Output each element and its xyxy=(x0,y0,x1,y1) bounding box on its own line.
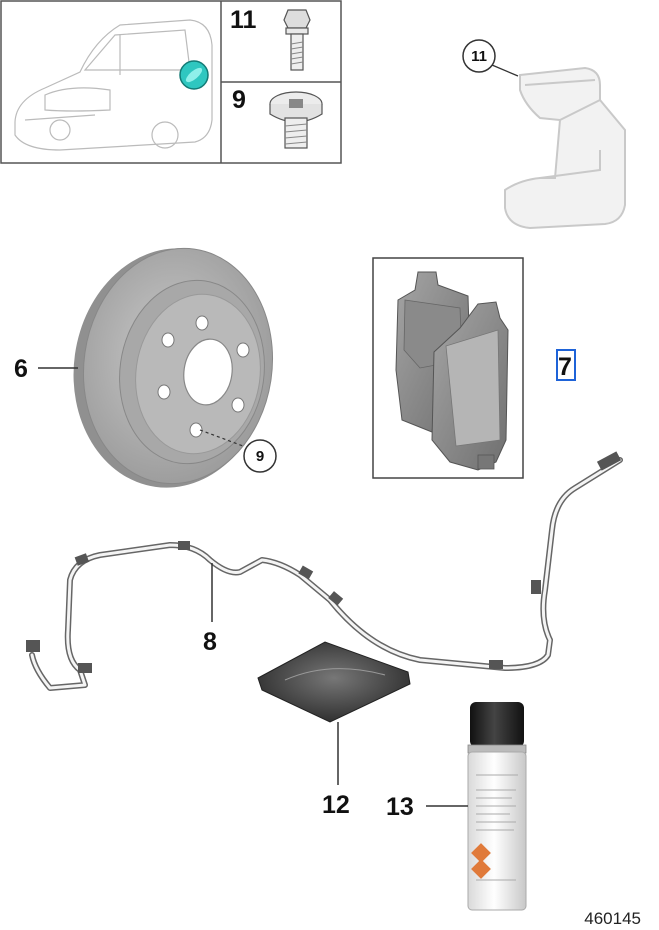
bolt-thumbnail-number: 11 xyxy=(230,6,257,34)
callout-wear-sensor: 8 xyxy=(203,563,217,656)
grease-pouch-image xyxy=(257,641,411,723)
wear-sensor-cable-image xyxy=(26,451,623,691)
svg-text:13: 13 xyxy=(386,793,414,821)
callout-brake-pads[interactable]: 7 xyxy=(558,353,572,381)
screw-thumbnail-image xyxy=(269,91,323,149)
callout-spray-can: 13 xyxy=(386,793,468,821)
bolt-thumbnail-image xyxy=(283,9,311,71)
svg-text:12: 12 xyxy=(322,791,350,819)
brake-disc-image xyxy=(73,247,274,488)
callout-disc-screw: 9 xyxy=(199,429,277,473)
svg-text:8: 8 xyxy=(203,628,217,656)
car-location-marker xyxy=(179,60,209,90)
diagram-number: 460145 xyxy=(584,909,641,928)
callout-grease: 12 xyxy=(322,722,350,819)
callout-disc: 6 xyxy=(14,355,78,383)
brake-pads-image xyxy=(395,271,509,471)
svg-text:11: 11 xyxy=(471,48,487,65)
caliper-carrier-image xyxy=(504,66,626,230)
svg-text:9: 9 xyxy=(256,448,264,465)
svg-text:6: 6 xyxy=(14,355,28,383)
car-outline-image xyxy=(14,19,213,151)
screw-thumbnail-number: 9 xyxy=(232,86,246,114)
callout-caliper-carrier: 11 xyxy=(462,39,519,77)
spray-can-image xyxy=(467,702,527,911)
brake-pads-selection-highlight[interactable] xyxy=(556,349,576,381)
